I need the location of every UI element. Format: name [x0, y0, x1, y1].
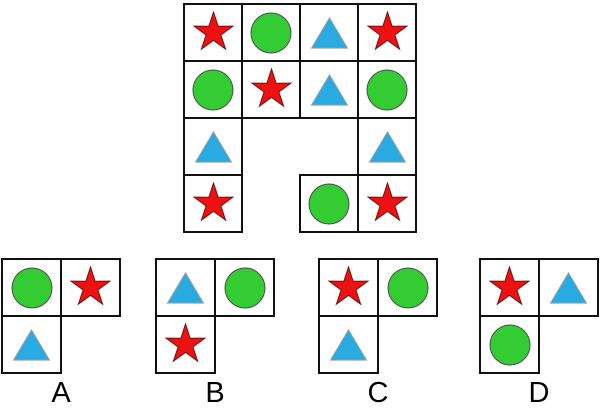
- triangle-icon: [194, 130, 233, 164]
- main-grid-cell: [357, 117, 417, 176]
- option-cell[interactable]: [214, 258, 275, 317]
- main-grid-cell: [183, 3, 243, 62]
- circle-icon: [250, 12, 292, 54]
- option-cell[interactable]: [479, 258, 540, 317]
- option-cell[interactable]: [318, 315, 379, 374]
- main-grid-cell: [183, 117, 243, 176]
- triangle-icon: [310, 73, 349, 107]
- star-icon: [366, 182, 408, 225]
- option-cell[interactable]: [1, 258, 62, 317]
- main-grid-cell: [299, 3, 359, 62]
- main-grid-cell: [241, 3, 301, 62]
- option-cell[interactable]: [60, 258, 121, 317]
- star-icon: [165, 323, 206, 366]
- option-cell[interactable]: [155, 315, 216, 374]
- circle-icon: [489, 324, 531, 366]
- triangle-icon: [549, 271, 588, 305]
- main-grid-cell: [241, 60, 301, 119]
- star-icon: [328, 266, 369, 309]
- star-icon: [366, 11, 408, 54]
- circle-icon: [308, 183, 350, 225]
- option-cell[interactable]: [538, 258, 599, 317]
- star-icon: [489, 266, 530, 309]
- triangle-icon: [166, 271, 205, 305]
- option-label-C[interactable]: C: [367, 377, 389, 409]
- triangle-icon: [310, 16, 349, 50]
- main-grid-cell: [183, 60, 243, 119]
- triangle-icon: [12, 328, 51, 362]
- option-cell[interactable]: [1, 315, 62, 374]
- option-label-B[interactable]: B: [205, 377, 225, 409]
- star-icon: [192, 11, 234, 54]
- option-cell[interactable]: [377, 258, 438, 317]
- main-grid-cell: [357, 174, 417, 233]
- star-icon: [250, 68, 292, 111]
- circle-icon: [366, 69, 408, 111]
- option-label-D[interactable]: D: [528, 377, 550, 409]
- triangle-icon: [368, 130, 407, 164]
- circle-icon: [192, 69, 234, 111]
- main-grid-cell: [299, 174, 359, 233]
- option-cell[interactable]: [155, 258, 216, 317]
- star-icon: [70, 266, 111, 309]
- main-grid-cell: [357, 3, 417, 62]
- option-cell[interactable]: [318, 258, 379, 317]
- star-icon: [192, 182, 234, 225]
- circle-icon: [11, 267, 53, 309]
- circle-icon: [224, 267, 266, 309]
- main-grid-cell: [183, 174, 243, 233]
- option-cell[interactable]: [479, 315, 540, 374]
- answer-options: A B C D: [0, 258, 608, 410]
- main-grid-cell: [299, 60, 359, 119]
- option-label-A[interactable]: A: [51, 377, 71, 409]
- main-grid-cell: [357, 60, 417, 119]
- triangle-icon: [329, 328, 368, 362]
- circle-icon: [387, 267, 429, 309]
